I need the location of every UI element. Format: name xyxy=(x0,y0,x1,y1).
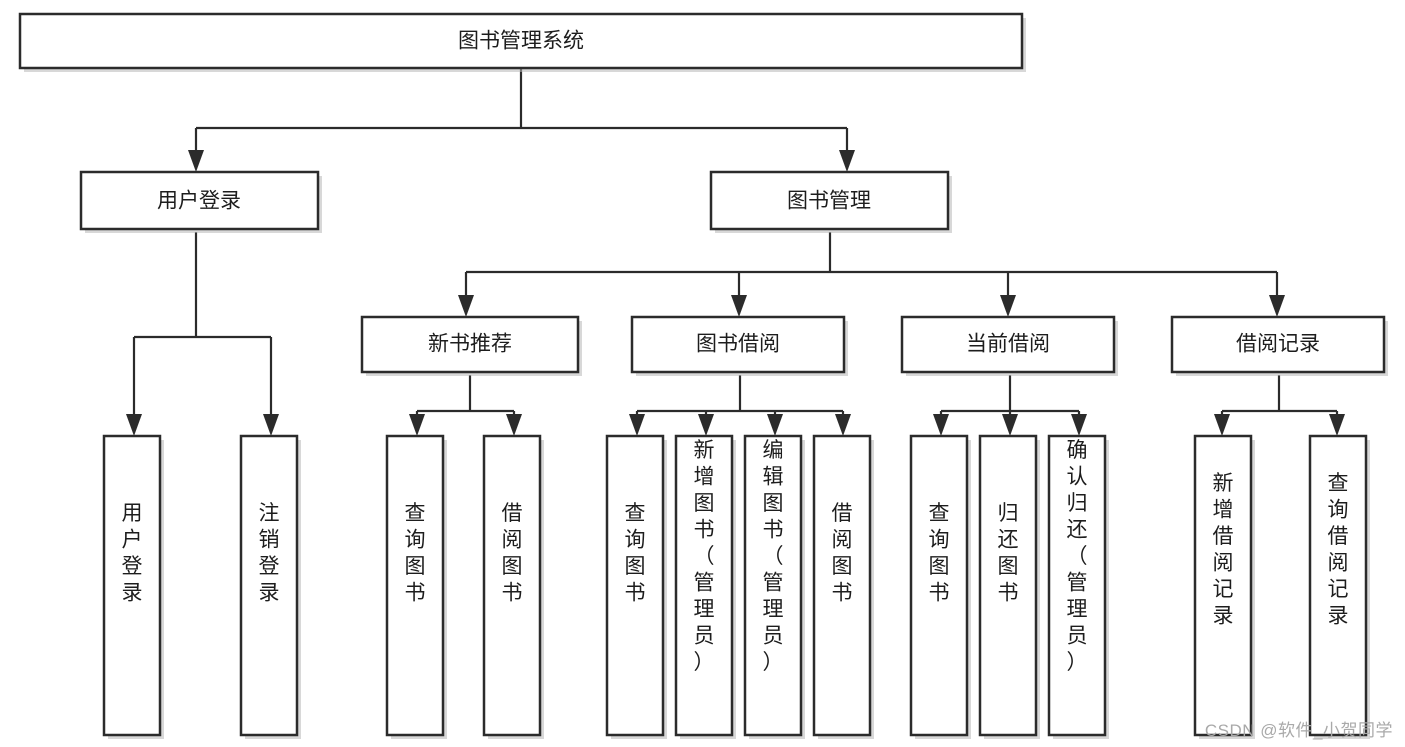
node-current-borrow-label: 当前借阅 xyxy=(966,333,1050,356)
node-leaf-query-book-2-label: 查询图书 xyxy=(625,502,646,605)
node-leaf-add-record[interactable]: 新增借阅记录 xyxy=(1193,434,1255,739)
node-leaf-add-record-label: 新增借阅记录 xyxy=(1213,472,1234,628)
node-leaf-edit-book-label: 编辑图书（管理员） xyxy=(763,439,784,674)
arrow-head-leaf-add-book xyxy=(698,414,714,436)
arrow-head-current-borrow xyxy=(1000,295,1016,317)
node-root-label: 图书管理系统 xyxy=(458,30,584,53)
node-leaf-borrow-book-2-label: 借阅图书 xyxy=(832,502,853,605)
connector-borrow-record-to-leaves xyxy=(1214,375,1345,436)
arrow-head-book-borrow xyxy=(731,295,747,317)
node-book-manage[interactable]: 图书管理 xyxy=(709,170,952,233)
arrow-head-leaf-borrow-book-1 xyxy=(506,414,522,436)
node-leaf-confirm-return-label: 确认归还（管理员） xyxy=(1067,439,1088,674)
node-book-manage-label: 图书管理 xyxy=(787,190,871,213)
arrow-head-leaf-confirm-return xyxy=(1071,414,1087,436)
node-leaf-confirm-return[interactable]: 确认归还（管理员） xyxy=(1047,434,1109,739)
node-leaf-edit-book[interactable]: 编辑图书（管理员） xyxy=(743,434,805,739)
arrow-head-leaf-query-record xyxy=(1329,414,1345,436)
arrow-head-leaf-query-book-1 xyxy=(409,414,425,436)
node-new-book-recommend-label: 新书推荐 xyxy=(428,333,512,356)
node-leaf-query-book-3-label: 查询图书 xyxy=(929,502,950,605)
arrow-head-leaf-user-logout xyxy=(263,414,279,436)
node-leaf-query-record-label: 查询借阅记录 xyxy=(1328,472,1349,628)
arrow-head-borrow-record xyxy=(1269,295,1285,317)
node-borrow-record[interactable]: 借阅记录 xyxy=(1170,315,1388,376)
arrow-head-leaf-query-book-3 xyxy=(933,414,949,436)
node-borrow-record-label: 借阅记录 xyxy=(1236,333,1320,356)
node-root[interactable]: 图书管理系统 xyxy=(18,12,1026,72)
arrow-head-leaf-user-login xyxy=(126,414,142,436)
node-book-borrow[interactable]: 图书借阅 xyxy=(630,315,848,376)
node-current-borrow[interactable]: 当前借阅 xyxy=(900,315,1118,376)
connector-root-to-level2 xyxy=(188,68,855,172)
node-book-borrow-label: 图书借阅 xyxy=(696,333,780,356)
node-leaf-user-logout-label: 注销登录 xyxy=(259,502,280,605)
node-leaf-add-book[interactable]: 新增图书（管理员） xyxy=(674,434,736,739)
connector-current-borrow-to-leaves xyxy=(933,375,1087,436)
node-leaf-user-login-label: 用户登录 xyxy=(122,502,143,605)
arrow-head-user-login xyxy=(188,150,204,172)
arrow-head-leaf-edit-book xyxy=(767,414,783,436)
node-leaf-user-login[interactable]: 用户登录 xyxy=(102,434,164,739)
connector-user-login-to-leaves xyxy=(126,232,279,436)
node-leaf-borrow-book-2[interactable]: 借阅图书 xyxy=(812,434,874,739)
node-leaf-query-record[interactable]: 查询借阅记录 xyxy=(1308,434,1370,739)
node-leaf-query-book-2[interactable]: 查询图书 xyxy=(605,434,667,739)
arrow-head-book-manage xyxy=(839,150,855,172)
arrow-head-new-book-recommend xyxy=(458,295,474,317)
connector-new-book-recommend-to-leaves xyxy=(409,375,522,436)
connector-book-borrow-to-leaves xyxy=(629,375,851,436)
connector-book-manage-to-level3 xyxy=(458,232,1285,317)
node-leaf-query-book-1[interactable]: 查询图书 xyxy=(385,434,447,739)
node-new-book-recommend[interactable]: 新书推荐 xyxy=(360,315,582,376)
arrow-head-leaf-borrow-book-2 xyxy=(835,414,851,436)
node-leaf-borrow-book-1[interactable]: 借阅图书 xyxy=(482,434,544,739)
arrow-head-leaf-query-book-2 xyxy=(629,414,645,436)
node-leaf-return-book[interactable]: 归还图书 xyxy=(978,434,1040,739)
node-leaf-query-book-1-label: 查询图书 xyxy=(405,502,426,605)
node-leaf-return-book-label: 归还图书 xyxy=(998,502,1019,605)
node-user-login[interactable]: 用户登录 xyxy=(79,170,322,233)
node-leaf-user-logout[interactable]: 注销登录 xyxy=(239,434,301,739)
node-user-login-label: 用户登录 xyxy=(157,190,241,213)
arrow-head-leaf-add-record xyxy=(1214,414,1230,436)
arrow-head-leaf-return-book xyxy=(1002,414,1018,436)
csdn-watermark: CSDN @软件_小贺同学 xyxy=(1204,721,1393,740)
node-leaf-query-book-3[interactable]: 查询图书 xyxy=(909,434,971,739)
node-leaf-borrow-book-1-label: 借阅图书 xyxy=(502,502,523,605)
node-leaf-add-book-label: 新增图书（管理员） xyxy=(694,439,715,674)
